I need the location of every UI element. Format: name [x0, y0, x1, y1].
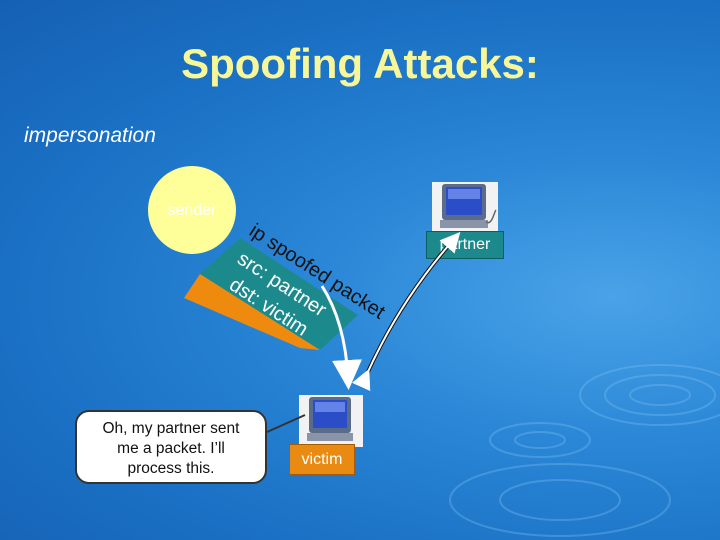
- partner-label: partner: [426, 231, 504, 259]
- slide-title: Spoofing Attacks:: [181, 40, 539, 87]
- callout-line: me a packet. I’ll: [117, 440, 225, 457]
- slide-subtitle: impersonation: [24, 124, 156, 147]
- packet-src-band: [200, 238, 358, 350]
- spoofed-packet: ip spoofed packet src: partner dst: vict…: [184, 220, 389, 350]
- sender-node: sender: [148, 166, 236, 254]
- computer-icon: [432, 182, 498, 232]
- packet-dst-band: [184, 274, 320, 350]
- victim-label: victim: [289, 444, 355, 475]
- callout-line: process this.: [127, 460, 215, 477]
- computer-icon: [299, 395, 363, 447]
- victim-thought-callout: Oh, my partner sent me a packet. I’ll pr…: [75, 410, 267, 484]
- callout-line: Oh, my partner sent: [102, 420, 240, 437]
- sender-label: sender: [167, 202, 217, 219]
